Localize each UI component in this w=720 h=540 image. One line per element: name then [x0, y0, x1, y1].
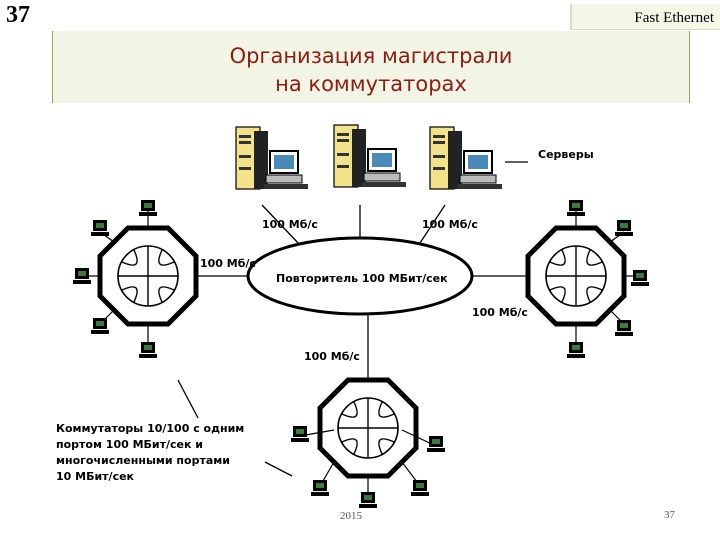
workstation-icon — [631, 270, 649, 286]
workstation-icon — [427, 436, 445, 452]
link-label-right-switch: 100 Мб/с — [472, 306, 528, 319]
slide-number: 37 — [6, 2, 30, 28]
workstation-icon — [73, 268, 91, 284]
workstation-icon — [411, 480, 429, 496]
switch-left — [100, 228, 196, 324]
link-label-server-3: 100 Мб/с — [422, 218, 478, 231]
repeater-label: Повторитель 100 МБит/сек — [276, 272, 448, 285]
link-label-bottom-switch: 100 Мб/с — [304, 350, 360, 363]
title-line-2: на коммутаторах — [275, 72, 467, 96]
caption-line-4: 10 МБит/сек — [56, 470, 135, 483]
caption-line-2: портом 100 МБит/сек и — [56, 438, 203, 451]
workstation-icon — [91, 220, 109, 236]
switches-caption: Коммутаторы 10/100 с одним портом 100 МБ… — [56, 422, 244, 483]
workstation-icon — [567, 342, 585, 358]
repeater-hub — [246, 236, 474, 316]
caption-line-3: многочисленными портами — [56, 454, 230, 467]
workstation-icon — [91, 318, 109, 334]
link-lines — [177, 161, 530, 477]
footer-page-number: 37 — [664, 509, 675, 521]
title-line-1: Организация магистрали — [229, 44, 513, 68]
workstation-icon — [359, 492, 377, 508]
workstation-icon — [615, 320, 633, 336]
switch-right — [528, 228, 624, 324]
workstation-icon — [291, 426, 309, 442]
switch-bottom — [320, 380, 416, 476]
caption-line-1: Коммутаторы 10/100 с одним — [56, 422, 244, 435]
link-label-server-1: 100 Мб/с — [262, 218, 318, 231]
link-label-left-switch: 100 Мб/с — [200, 257, 256, 270]
footer-year: 2015 — [340, 510, 362, 522]
title-box — [52, 31, 690, 103]
server-2 — [333, 124, 407, 188]
workstation-icon — [139, 200, 157, 216]
workstation-icon — [139, 342, 157, 358]
servers-label: Серверы — [538, 148, 594, 161]
workstation-icon — [311, 480, 329, 496]
server-3 — [429, 126, 503, 190]
workstation-icon — [615, 220, 633, 236]
workstation-icon — [567, 200, 585, 216]
server-1 — [235, 126, 309, 190]
topic-label: Fast Ethernet — [570, 4, 720, 30]
